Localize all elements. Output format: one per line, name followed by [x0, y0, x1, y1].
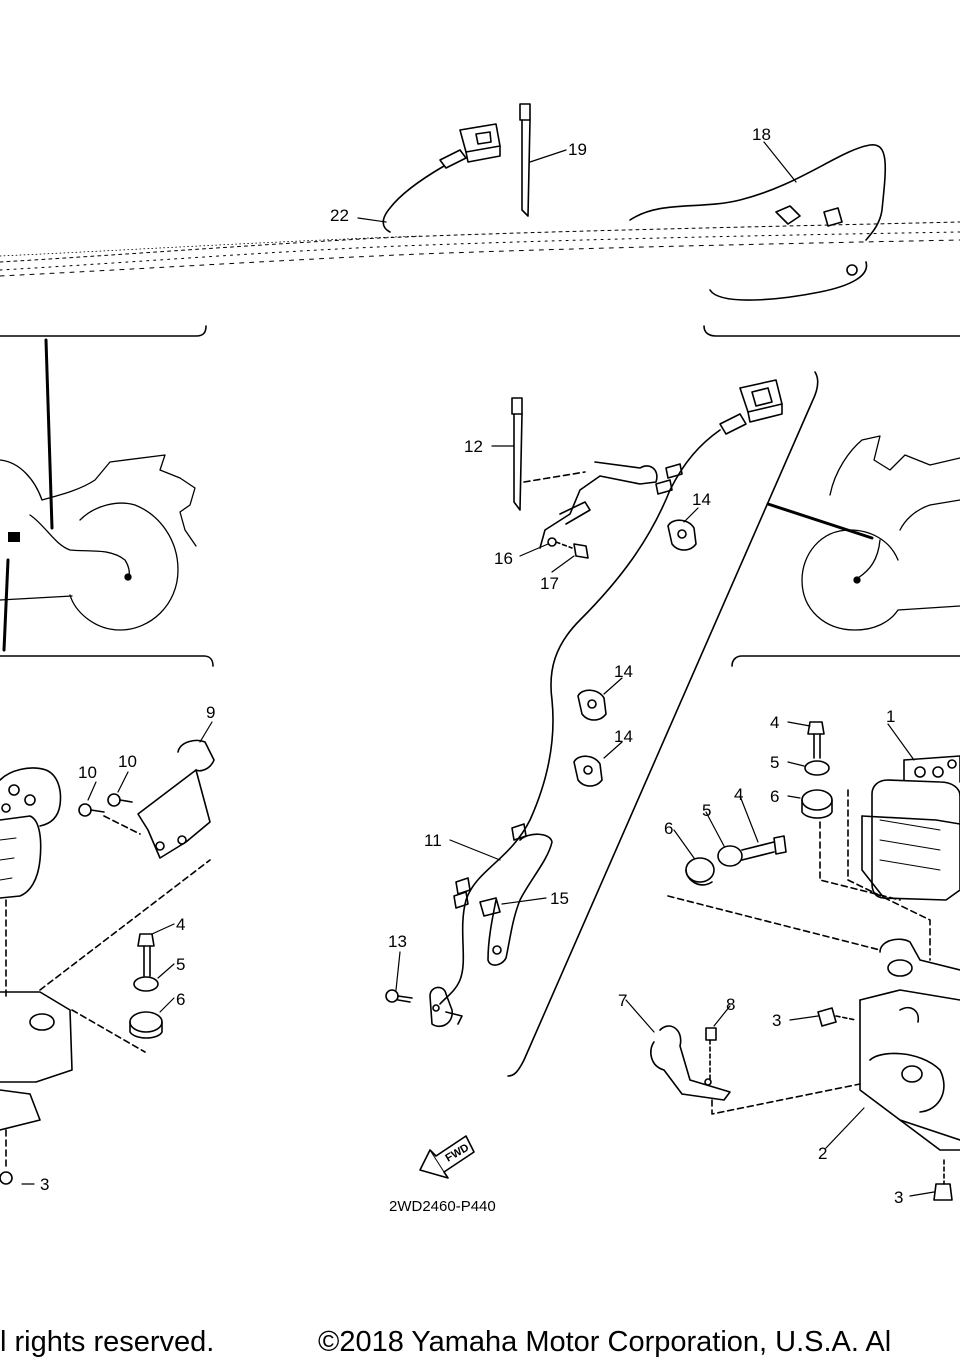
- callout-16: 16: [494, 549, 513, 568]
- callout-8: 8: [726, 995, 735, 1014]
- sensor-lead-22: [382, 123, 501, 233]
- callout-5b: 5: [770, 753, 779, 772]
- callout-22: 22: [330, 206, 349, 225]
- footer-copyright: ©2018 Yamaha Motor Corporation, U.S.A. A…: [318, 1326, 892, 1358]
- callout-11: 11: [424, 831, 442, 850]
- callout-10a: 10: [78, 763, 97, 782]
- callout-5c: 5: [702, 801, 711, 820]
- callout-2: 2: [818, 1144, 827, 1163]
- callout-6c: 6: [664, 819, 673, 838]
- fwd-label: FWD: [444, 1142, 472, 1165]
- callout-6a: 6: [176, 990, 185, 1009]
- right-abs-assembly: [650, 721, 960, 1201]
- callout-3b: 3: [772, 1011, 781, 1030]
- callout-4c: 4: [734, 785, 743, 804]
- callout-12: 12: [464, 437, 483, 456]
- callout-9: 9: [206, 703, 215, 722]
- vehicle-silhouette-left: [0, 338, 197, 652]
- callout-10b: 10: [118, 752, 137, 771]
- vehicle-silhouette-right: [766, 435, 960, 631]
- center-sensor-assembly: [385, 379, 783, 1028]
- callout-3a: 3: [40, 1175, 49, 1194]
- callout-leaders: [21, 141, 935, 1197]
- callout-3c: 3: [894, 1188, 903, 1207]
- drawing-code: 2WD2460-P440: [389, 1198, 496, 1215]
- harness-18: [629, 144, 887, 301]
- callout-labels: 22 19 18 12 14 16 17 14 14 11 15 13 9 10…: [40, 125, 903, 1207]
- callout-14b: 14: [614, 662, 633, 681]
- footer-rights: l rights reserved.: [0, 1326, 215, 1358]
- callout-19: 19: [568, 140, 587, 159]
- callout-14c: 14: [614, 727, 633, 746]
- fwd-arrow: [419, 1135, 475, 1179]
- torn-strip: [0, 221, 960, 277]
- left-abs-assembly: [0, 739, 215, 1185]
- callout-15: 15: [550, 889, 569, 908]
- callout-13: 13: [388, 932, 407, 951]
- callout-4a: 4: [176, 915, 185, 934]
- callout-1: 1: [886, 707, 895, 726]
- cable-tie-19: [519, 103, 531, 217]
- callout-7: 7: [618, 991, 627, 1010]
- callout-18: 18: [752, 125, 771, 144]
- callout-4b: 4: [770, 713, 779, 732]
- callout-17: 17: [540, 574, 559, 593]
- callout-5a: 5: [176, 955, 185, 974]
- section-frames: [0, 325, 960, 1077]
- callout-14a: 14: [692, 490, 711, 509]
- callout-6b: 6: [770, 787, 779, 806]
